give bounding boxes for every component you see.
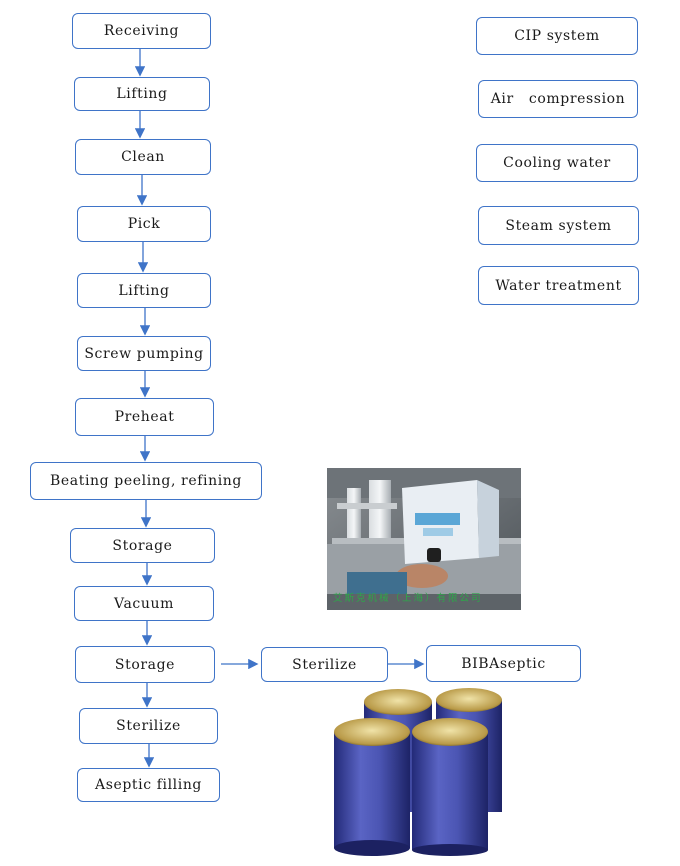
utility-water-treatment: Water treatment — [478, 266, 639, 305]
aseptic-drums-photo — [326, 688, 530, 856]
step-storage-2: Storage — [75, 646, 215, 683]
branch-bib-aseptic: BIBAseptic — [426, 645, 581, 682]
utility-cooling-water: Cooling water — [476, 144, 638, 182]
utility-air-compression: Air compression — [478, 80, 638, 118]
step-beating-peeling-refining: Beating peeling, refining — [30, 462, 262, 500]
branch-sterilize: Sterilize — [261, 647, 388, 682]
step-lifting-1: Lifting — [74, 77, 210, 111]
step-clean: Clean — [75, 139, 211, 175]
photo-watermark: 艾斯克机械（上海）有限公司 — [333, 593, 483, 604]
step-sterilize: Sterilize — [79, 708, 218, 744]
step-storage-1: Storage — [70, 528, 215, 563]
step-receiving: Receiving — [72, 13, 211, 49]
step-preheat: Preheat — [75, 398, 214, 436]
utility-steam-system: Steam system — [478, 206, 639, 245]
step-vacuum: Vacuum — [74, 586, 214, 621]
step-pick: Pick — [77, 206, 211, 242]
step-screw-pumping: Screw pumping — [77, 336, 211, 371]
step-lifting-2: Lifting — [77, 273, 211, 308]
utility-cip-system: CIP system — [476, 17, 638, 55]
bib-filling-photo — [327, 468, 521, 610]
step-aseptic-filling: Aseptic filling — [77, 768, 220, 802]
